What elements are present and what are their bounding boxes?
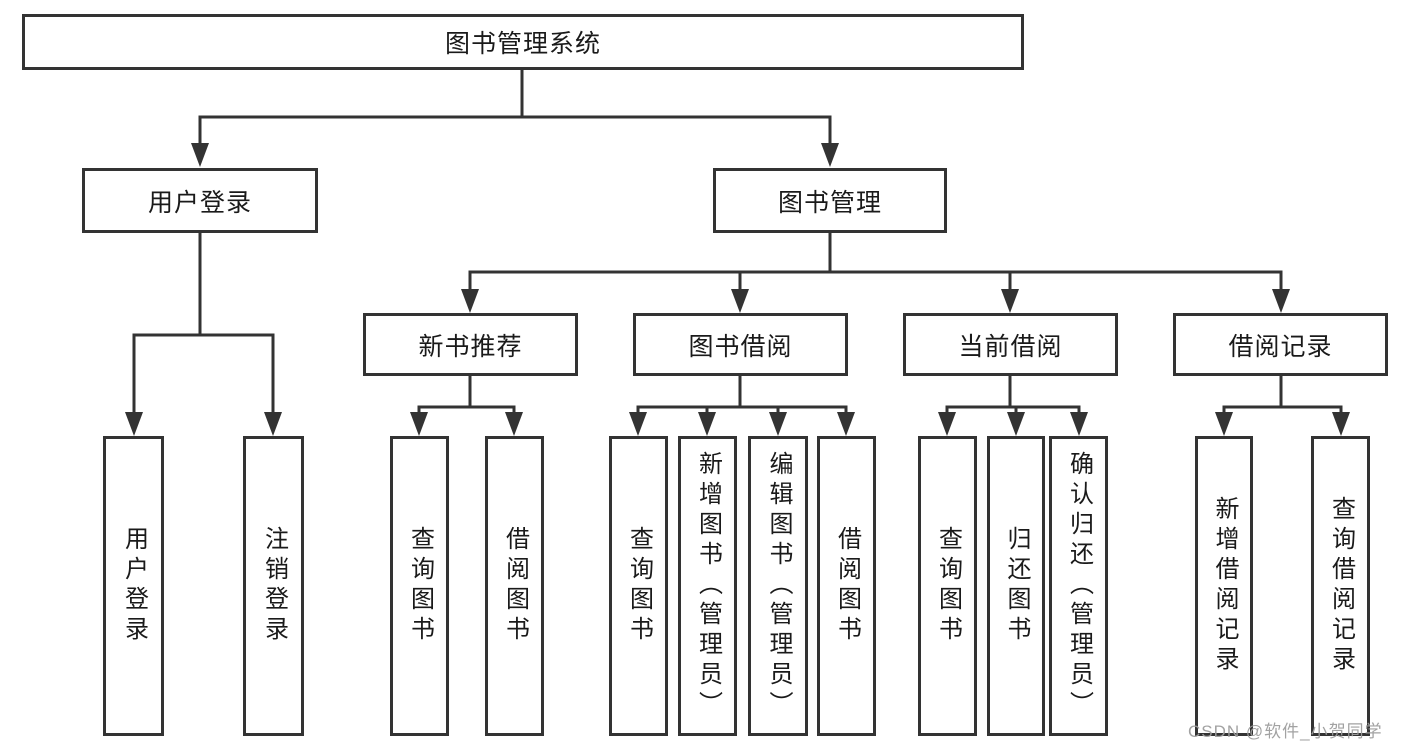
leaf-query-borrow-record: 查询借阅记录 xyxy=(1311,436,1370,736)
node-new-book-recommendation: 新书推荐 xyxy=(363,313,578,376)
leaf-edit-book-admin: 编辑图书（管理员） xyxy=(748,436,808,736)
leaf-borrow-books-recommend: 借阅图书 xyxy=(485,436,544,736)
node-library-management-system: 图书管理系统 xyxy=(22,14,1024,70)
arrowheads xyxy=(125,143,1350,436)
leaf-borrow-books: 借阅图书 xyxy=(817,436,876,736)
leaf-query-books-current: 查询图书 xyxy=(918,436,977,736)
csdn-watermark: CSDN @软件_小贺同学 xyxy=(1188,722,1383,741)
node-current-borrowing: 当前借阅 xyxy=(903,313,1118,376)
node-user-login: 用户登录 xyxy=(82,168,318,233)
leaf-query-books-borrow: 查询图书 xyxy=(609,436,668,736)
node-borrowing-records: 借阅记录 xyxy=(1173,313,1388,376)
leaf-add-borrow-record: 新增借阅记录 xyxy=(1195,436,1253,736)
node-book-borrowing: 图书借阅 xyxy=(633,313,848,376)
leaf-user-login: 用户登录 xyxy=(103,436,164,736)
leaf-add-book-admin: 新增图书（管理员） xyxy=(678,436,737,736)
leaf-return-books: 归还图书 xyxy=(987,436,1045,736)
leaf-confirm-return-admin: 确认归还（管理员） xyxy=(1049,436,1108,736)
leaf-logout: 注销登录 xyxy=(243,436,304,736)
node-book-management: 图书管理 xyxy=(713,168,947,233)
leaf-query-books-recommend: 查询图书 xyxy=(390,436,449,736)
